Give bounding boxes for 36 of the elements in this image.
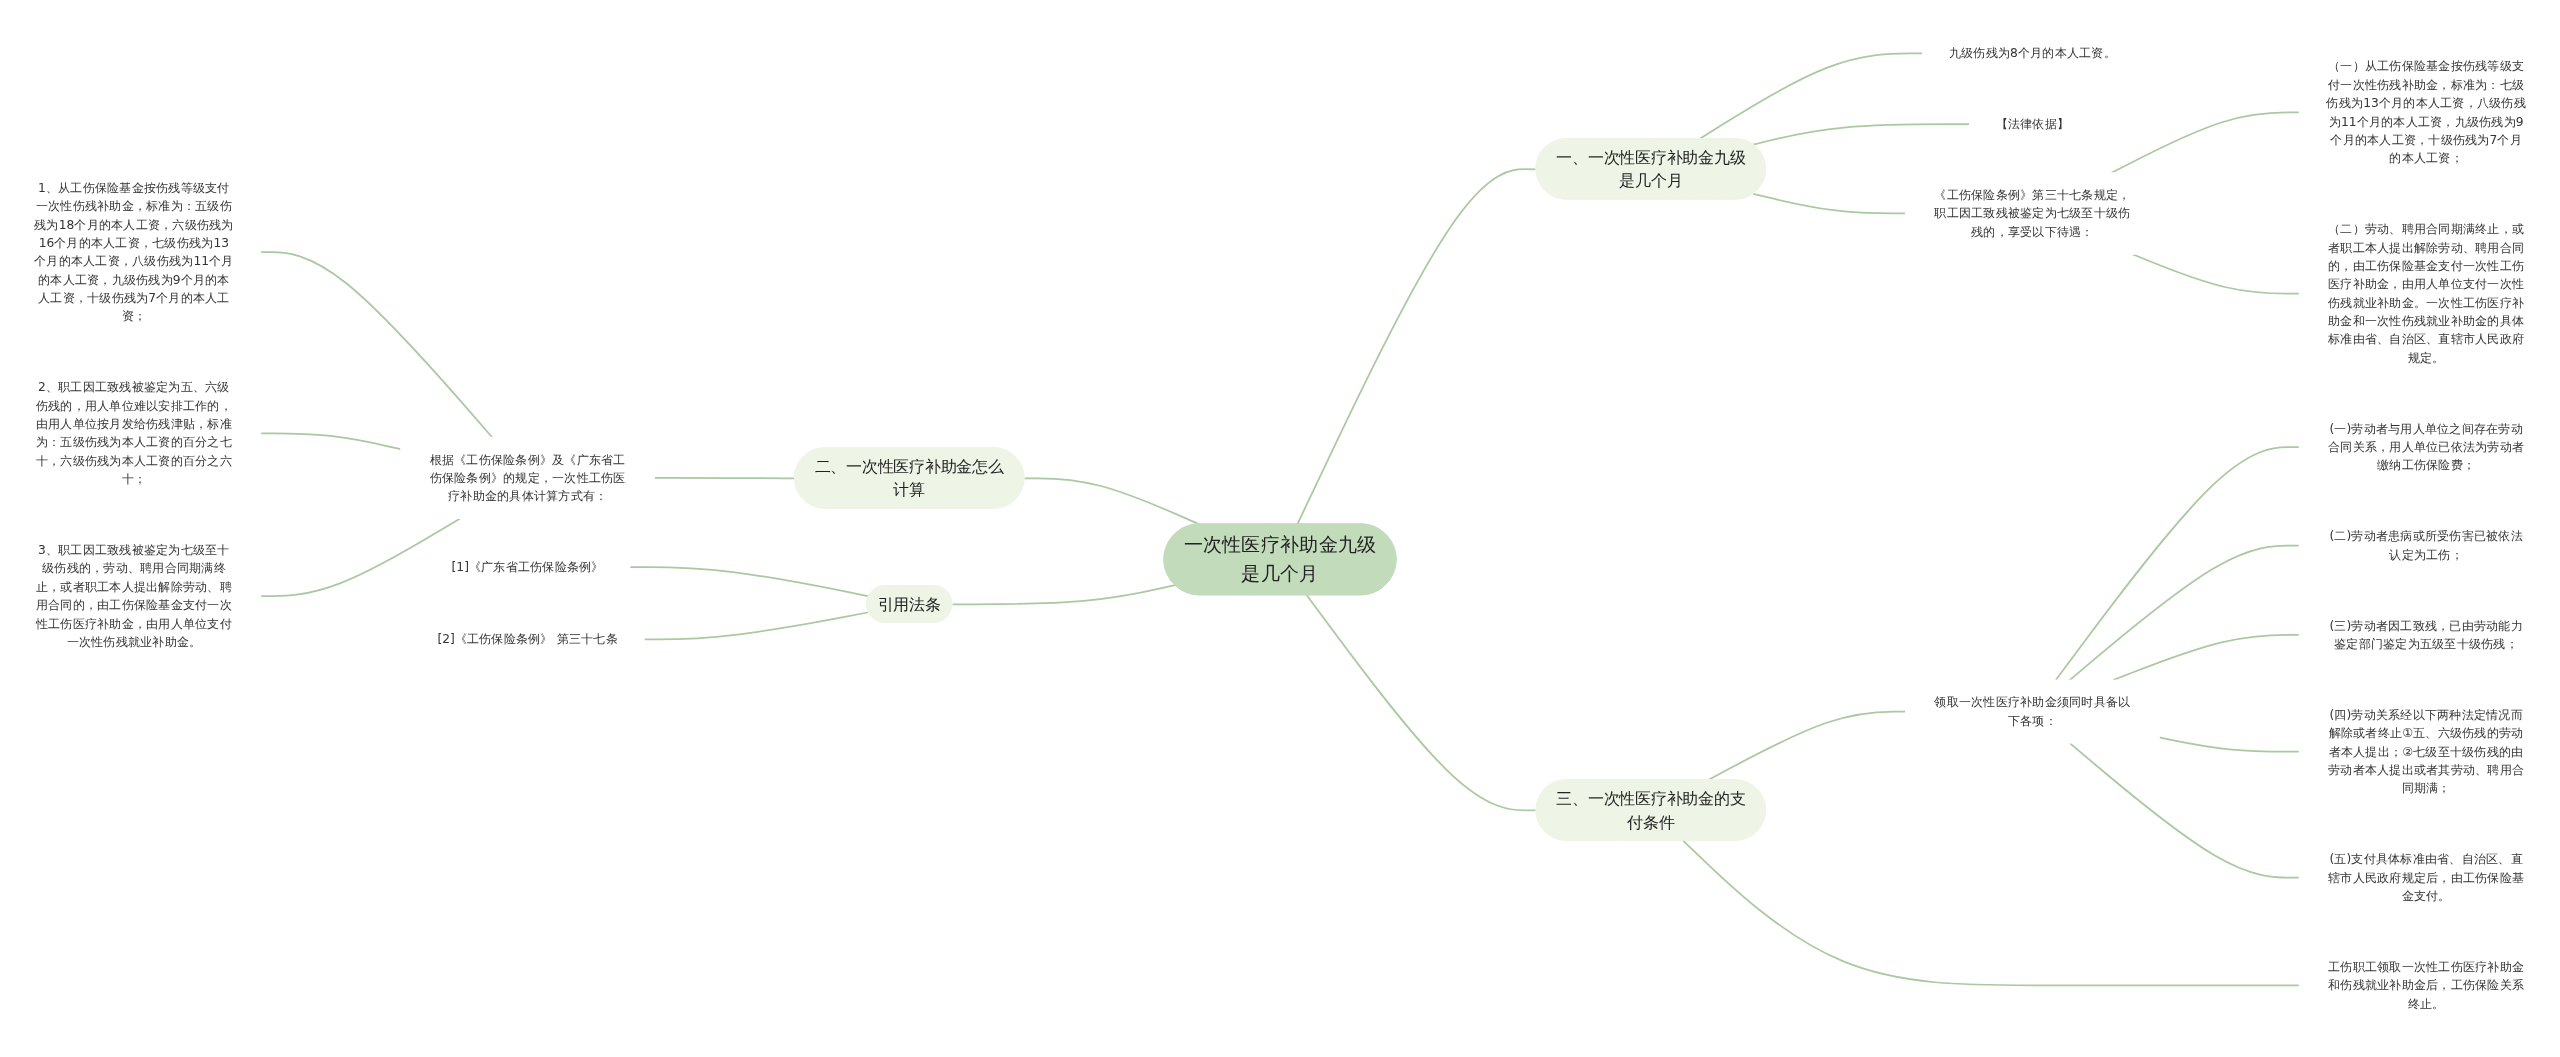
node-text: 3、职工因工致残被鉴定为七级至十级伤残的，劳动、聘用合同期满终止，或者职工本人提出解除劳动、聘用合同的，由工伤保险基金支付一次性工伤医疗补助金，由用人单位支付一次性伤残就业补助金。 [35,542,232,649]
connector [629,566,870,598]
connector [2110,111,2301,174]
connector [259,432,402,451]
node-text: [2]《工伤保险条例》 第三十七条 [437,631,618,646]
connector [2068,544,2301,681]
connector [2054,446,2301,681]
node-text: 工伤职工领取一次性工伤医疗补助金和伤残就业补助金后，工伤保险关系终止。 [2328,959,2525,1011]
connector [2068,742,2301,879]
connector [643,611,870,641]
node-text: 1、从工伤保险基金按伤残等级支付一次性伤残补助金，标准为：五级伤残为18个月的本人工资，六级伤残为16个月的本人工资，七级伤残为13个月的本人工资，八级伤残为11个月的本人工资，九级伤残为9个月的本人工资，十级伤残为7个月的本人工资； [34,180,234,324]
connector [951,584,1176,606]
node-text: 【法律依据】 [1995,116,2070,131]
node-text: 2、职工因工致残被鉴定为五、六级伤残的，用人单位难以安排工作的，由用人单位按月发给伤残津贴，标准为：五级伤残为本人工资的百分之七十，六级伤残为本人工资的百分之六十； [35,379,232,486]
node-text: (三)劳动者因工致残，已由劳动能力鉴定部门鉴定为五级至十级伤残； [2329,618,2523,651]
node-text: （二）劳动、聘用合同期满终止，或者职工本人提出解除劳动、聘用合同的，由工伤保险基金支付一次性工伤医疗补助金，由用人单位支付一次性伤残就业补助金。一次性工伤医疗补助金和一次性伤残就业补助金的具体标准由省、自治区、直辖市人民政府规定。 [2328,221,2525,365]
connector [1752,123,1971,146]
connector [259,251,494,439]
node-text: 《工伤保险条例》第三十七条规定，职工因工致残被鉴定为七级至十级伤残的，享受以下待遇： [1934,187,2131,239]
connector [1752,193,1907,215]
connector [1698,52,1924,140]
node-text: （一）从工伤保险基金按伤残等级支付一次性伤残补助金，标准为：七级伤残为13个月的本人工资，八级伤残为11个月的本人工资，九级伤残为9个月的本人工资，十级伤残为7个月的本人工资； [2326,59,2526,165]
node-text: [1]《广东省工伤保险条例》 [451,559,604,574]
node-text: 九级伤残为8个月的本人工资。 [1948,45,2116,60]
connector [259,517,461,597]
node-text: (一)劳动者与用人单位之间存在劳动合同关系，用人单位已依法为劳动者缴纳工伤保险费； [2328,421,2525,473]
node-text: 根据《工伤保险条例》及《广东省工伤保险条例》的规定，一次性工伤医疗补助金的具体计算方式有： [429,452,626,503]
node-text: (四)劳动关系经以下两种法定情况而解除或者终止①五、六级伤残的劳动者本人提出；②七级至十级伤残的由劳动者本人提出或者其劳动、聘用合同期满； [2328,707,2525,795]
connector [653,477,796,480]
node-text: (五)支付具体标准由省、自治区、直辖市人民政府规定后，由工伤保险基金支付。 [2328,851,2525,903]
connector [1305,594,1538,812]
node-text: 领取一次性医疗补助金须同时具备以下各项： [1934,694,2131,728]
connector [1682,839,2301,987]
connector [2158,736,2301,753]
connector [2112,633,2301,681]
node-text: (二)劳动者患病或所受伤害已被依法认定为工伤； [2329,528,2523,562]
